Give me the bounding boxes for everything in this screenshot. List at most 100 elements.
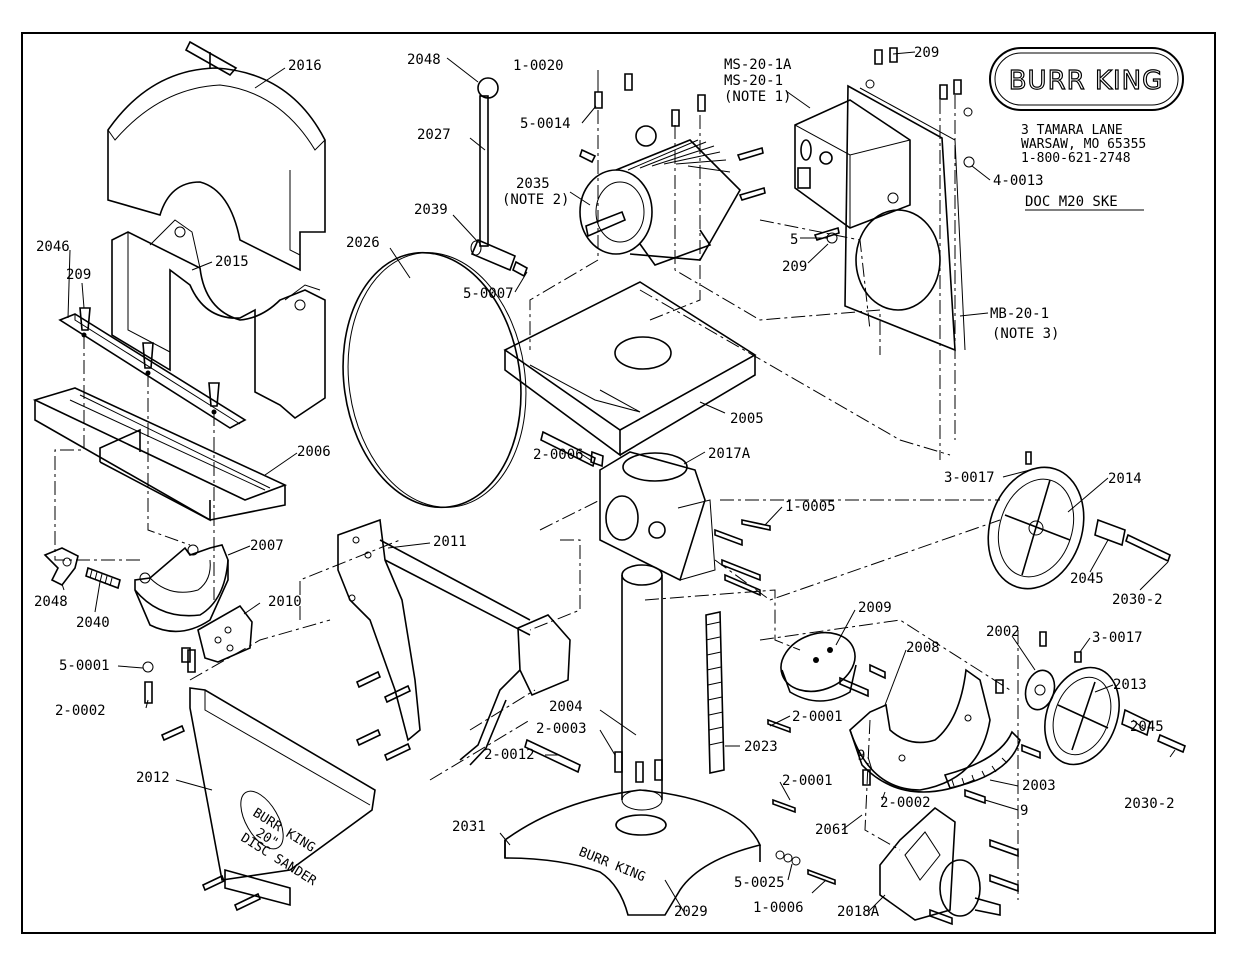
part-2008-trunnion xyxy=(849,668,991,793)
part-2035-motor xyxy=(579,125,741,266)
callout-2-0003: 2-0003 xyxy=(536,721,587,737)
callout-2-0002: 2-0002 xyxy=(880,795,931,811)
alignment-lines xyxy=(54,95,1019,900)
callout-2-0006: 2-0006 xyxy=(533,447,584,463)
callout-2045: 2045 xyxy=(1130,719,1164,735)
callout-2006: 2006 xyxy=(297,444,331,460)
part-2007-trunnion xyxy=(134,544,229,633)
callout-note-1: (NOTE 1) xyxy=(724,89,791,105)
callout-2027: 2027 xyxy=(417,127,451,143)
callout-1-0020: 1-0020 xyxy=(513,58,564,74)
callout-2029: 2029 xyxy=(674,904,708,920)
part-2009-knuckle xyxy=(780,631,857,702)
callout-2017a: 2017A xyxy=(708,446,751,462)
callout-2012: 2012 xyxy=(136,770,170,786)
callout-2013: 2013 xyxy=(1113,677,1147,693)
part-2015-guard-bracket xyxy=(111,219,326,420)
callout-note-2: (NOTE 2) xyxy=(502,192,569,208)
part-mb-20-1-mount-plate xyxy=(844,84,966,352)
part-ms-20-1-switch-box xyxy=(794,99,911,229)
callout-9: 9 xyxy=(1020,803,1028,819)
callout-2003: 2003 xyxy=(1022,778,1056,794)
callout-5-0001: 5-0001 xyxy=(59,658,110,674)
part-2006-table xyxy=(32,387,288,522)
callout-2011: 2011 xyxy=(433,534,467,550)
callout-2-0001: 2-0001 xyxy=(782,773,833,789)
callout-2048: 2048 xyxy=(34,594,68,610)
callout-2026: 2026 xyxy=(346,235,380,251)
part-2017a-head xyxy=(599,451,716,582)
callout-2008: 2008 xyxy=(906,640,940,656)
part-2011-frame xyxy=(337,518,571,766)
callout-2014: 2014 xyxy=(1108,471,1142,487)
part-2027-rod xyxy=(477,77,499,247)
part-2005-motor-base xyxy=(503,281,757,457)
address-line-1: 3 TAMARA LANE xyxy=(1021,123,1123,138)
callout-2005: 2005 xyxy=(730,411,764,427)
callout-2-0001: 2-0001 xyxy=(792,709,843,725)
callout-5-0025: 5-0025 xyxy=(734,875,785,891)
part-2046-rail xyxy=(58,307,247,429)
callout-mb-20-1: MB-20-1 xyxy=(990,306,1049,322)
callout-2010: 2010 xyxy=(268,594,302,610)
callout-2-0012: 2-0012 xyxy=(484,747,535,763)
callout-2015: 2015 xyxy=(215,254,249,270)
part-2048-knob-left xyxy=(43,547,79,587)
part-2045-handle-lower xyxy=(1121,708,1186,754)
callout-2061: 2061 xyxy=(815,822,849,838)
part-2004-column xyxy=(621,564,663,811)
callout-9: 9 xyxy=(857,748,865,764)
callout-2030-2: 2030-2 xyxy=(1124,796,1175,812)
callout-2004: 2004 xyxy=(549,699,583,715)
callout-209: 209 xyxy=(66,267,91,283)
part-2039-sleeve xyxy=(470,238,528,278)
callout-5-0007: 5-0007 xyxy=(463,286,514,302)
callout-2023: 2023 xyxy=(744,739,778,755)
part-2014-handwheel xyxy=(987,466,1085,590)
callout-ms-20-1: MS-20-1 xyxy=(724,73,783,89)
callout-1-0006: 1-0006 xyxy=(753,900,804,916)
part-2018a-gear-housing xyxy=(879,806,1001,921)
callout-5: 5 xyxy=(790,232,798,248)
callout-209: 209 xyxy=(914,45,939,61)
address-block: 3 TAMARA LANE WARSAW, MO 65355 1-800-621… xyxy=(1021,123,1146,166)
part-2003-scale xyxy=(943,730,1021,789)
callout-labels: 2016 2048 2027 1-0020 5-0014 MS-20-1A MS… xyxy=(34,45,1175,920)
callout-3-0017: 3-0017 xyxy=(944,470,995,486)
doc-label: DOC M20 SKE xyxy=(1025,194,1118,210)
callout-5-0014: 5-0014 xyxy=(520,116,571,132)
callout-2031: 2031 xyxy=(452,819,486,835)
callout-1-0005: 1-0005 xyxy=(785,499,836,515)
part-2045-handle-upper xyxy=(1094,518,1171,563)
leader-lines xyxy=(61,51,1176,913)
callout-2040: 2040 xyxy=(76,615,110,631)
callout-2016: 2016 xyxy=(288,58,322,74)
callout-4-0013: 4-0013 xyxy=(993,173,1044,189)
callout-note-3: (NOTE 3) xyxy=(992,326,1059,342)
address-line-3: 1-800-621-2748 xyxy=(1021,151,1131,166)
part-2016-upper-guard xyxy=(107,40,326,272)
brand-name: BURR KING xyxy=(1009,66,1164,96)
callout-2009: 2009 xyxy=(858,600,892,616)
part-2040-screw xyxy=(85,566,121,590)
callout-2048: 2048 xyxy=(407,52,441,68)
callout-2039: 2039 xyxy=(414,202,448,218)
brand-logo: BURR KING xyxy=(989,47,1184,111)
part-2023-rack xyxy=(705,611,725,774)
callout-2007: 2007 xyxy=(250,538,284,554)
callout-2046: 2046 xyxy=(36,239,70,255)
address-line-2: WARSAW, MO 65355 xyxy=(1021,137,1146,152)
callout-2045: 2045 xyxy=(1070,571,1104,587)
callout-209: 209 xyxy=(782,259,807,275)
callout-2002: 2002 xyxy=(986,624,1020,640)
part-2026-disc xyxy=(342,251,527,509)
callout-2-0002: 2-0002 xyxy=(55,703,106,719)
callout-3-0017: 3-0017 xyxy=(1092,630,1143,646)
drawing-border xyxy=(21,32,1216,934)
part-2002-collar xyxy=(1024,669,1056,711)
callout-ms-20-1a: MS-20-1A xyxy=(724,57,792,73)
part-2010-clamp xyxy=(187,604,253,673)
part-2012-guard: BURR KING 20" DISC SANDER xyxy=(189,687,376,907)
callout-2018a: 2018A xyxy=(837,904,880,920)
